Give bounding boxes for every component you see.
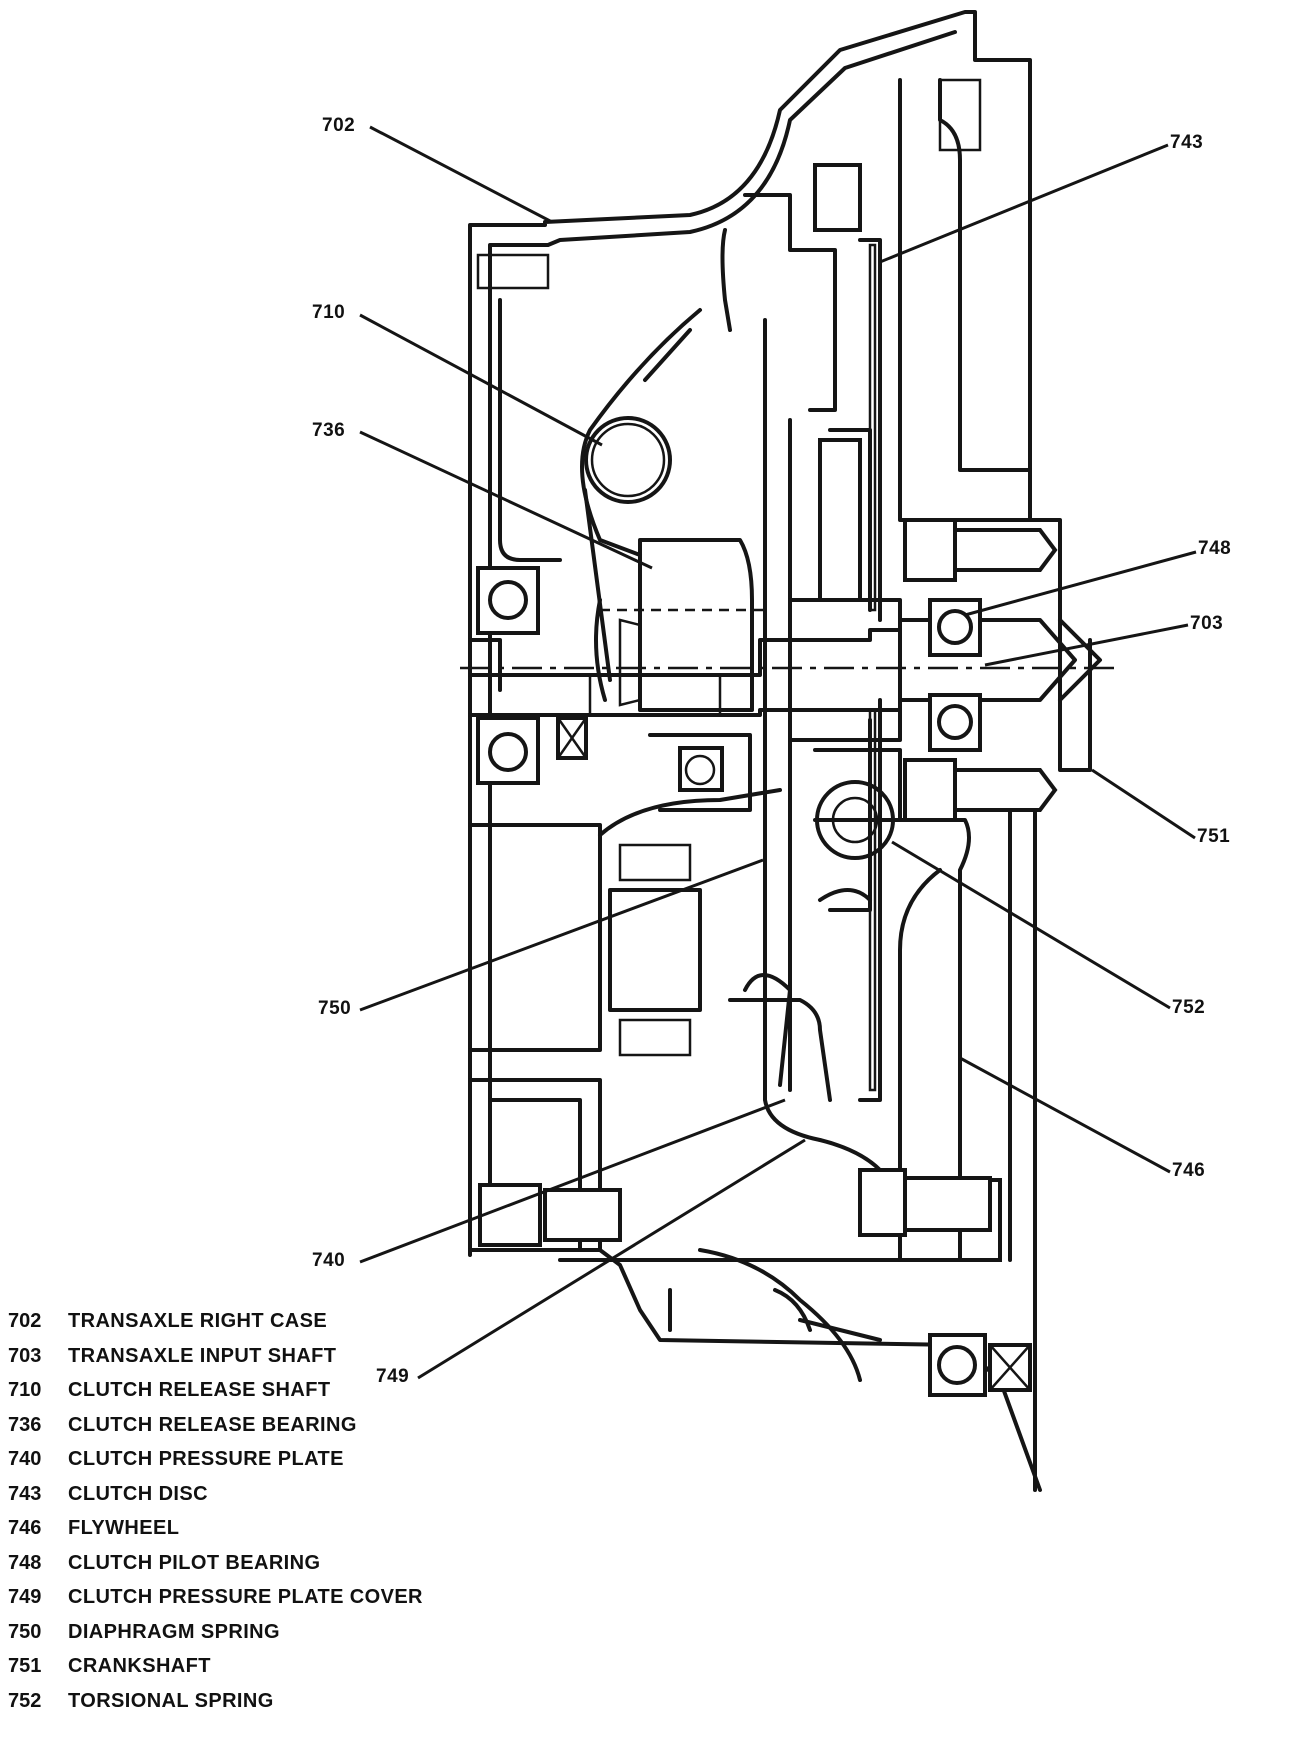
legend-description: CLUTCH PRESSURE PLATE COVER [68,1586,423,1608]
callout-751: 751 [1197,826,1231,847]
crankshaft-bolts [903,518,1102,822]
pilot-bearing [928,598,982,752]
legend-description: FLYWHEEL [68,1517,180,1539]
callout-740: 740 [312,1250,346,1271]
legend-row: 743 CLUTCH DISC [8,1483,488,1518]
legend-row: 710 CLUTCH RELEASE SHAFT [8,1379,488,1414]
leader-749 [417,1138,806,1380]
legend-row: 702 TRANSAXLE RIGHT CASE [8,1310,488,1345]
legend-description: TRANSAXLE RIGHT CASE [68,1310,328,1332]
leader-710 [359,313,603,447]
callout-743: 743 [1170,132,1204,153]
legend-row: 751 CRANKSHAFT [8,1655,488,1690]
lower-output-bearing [773,1288,1032,1397]
legend-row: 746 FLYWHEEL [8,1517,488,1552]
legend-description: CLUTCH DISC [68,1482,208,1505]
legend-row: 740 CLUTCH PRESSURE PLATE [8,1448,488,1483]
clutch-disc [788,238,902,1102]
release-fork [580,308,702,707]
lower-gear-housing [468,788,782,1252]
leader-752 [891,840,1171,1010]
legend-number: 746 [8,1517,42,1539]
legend-row: 752 TORSIONAL SPRING [8,1690,488,1725]
legend-number: 702 [8,1310,42,1332]
legend-row: 748 CLUTCH PILOT BEARING [8,1552,488,1587]
legend-row: 750 DIAPHRAGM SPRING [8,1621,488,1656]
legend-number: 736 [8,1413,42,1436]
legend-description: CRANKSHAFT [68,1655,211,1677]
legend-description: TORSIONAL SPRING [68,1689,274,1712]
torsional-spring [815,780,895,902]
legend-description: CLUTCH RELEASE BEARING [68,1413,357,1436]
legend-number: 748 [8,1551,42,1574]
leader-736 [359,430,653,570]
callout-752: 752 [1172,997,1206,1018]
leader-746 [959,1056,1171,1174]
callout-748: 748 [1198,538,1232,559]
leader-750 [359,858,764,1012]
release-bearing [600,538,770,812]
callout-736: 736 [312,420,346,441]
callout-749: 749 [376,1366,410,1387]
legend-number: 710 [8,1379,42,1401]
legend-description: CLUTCH PILOT BEARING [68,1551,321,1574]
callout-710: 710 [312,302,346,323]
legend-number: 751 [8,1655,42,1677]
leader-702 [369,125,553,224]
callout-746: 746 [1172,1160,1206,1181]
legend-number: 749 [8,1586,42,1608]
parts-legend: 702 TRANSAXLE RIGHT CASE 703 TRANSAXLE I… [8,1310,488,1724]
legend-row: 749 CLUTCH PRESSURE PLATE COVER [8,1586,488,1621]
legend-row: 703 TRANSAXLE INPUT SHAFT [8,1345,488,1380]
leader-748 [964,550,1197,617]
leader-751 [1091,768,1196,840]
pressure-plate-cover [698,163,992,1382]
legend-number: 750 [8,1620,42,1643]
legend-number: 752 [8,1689,42,1712]
legend-number: 743 [8,1482,42,1505]
legend-description: DIAPHRAGM SPRING [68,1620,280,1643]
legend-number: 703 [8,1344,42,1367]
leader-lines [359,125,1197,1380]
transaxle-case-outline [468,10,1042,1492]
callout-750: 750 [318,998,352,1019]
legend-description: TRANSAXLE INPUT SHAFT [68,1344,337,1367]
legend-description: CLUTCH RELEASE SHAFT [68,1379,331,1401]
callout-703: 703 [1190,613,1224,634]
input-shaft [460,618,1115,717]
callout-702: 702 [322,115,356,136]
legend-number: 740 [8,1448,42,1470]
leader-743 [879,143,1169,264]
leader-703 [984,623,1189,667]
leader-740 [359,1098,786,1264]
legend-row: 736 CLUTCH RELEASE BEARING [8,1414,488,1449]
input-shaft-bearing [476,566,588,785]
legend-description: CLUTCH PRESSURE PLATE [68,1448,344,1470]
